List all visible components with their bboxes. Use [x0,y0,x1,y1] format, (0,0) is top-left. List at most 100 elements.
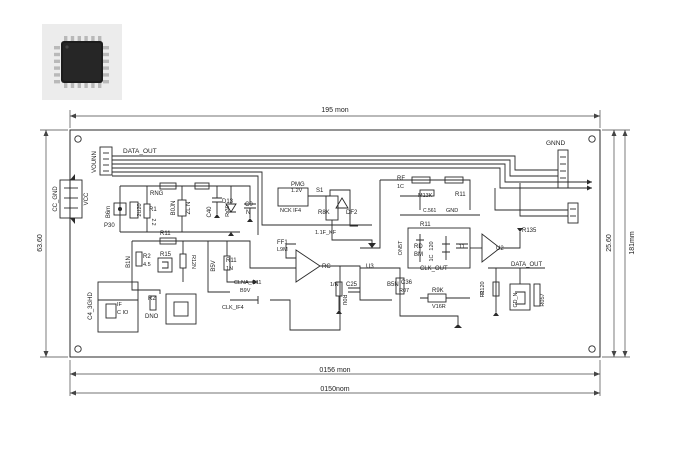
label-c25: C25 [346,282,358,288]
rc-network [335,265,392,314]
label-gnd: GND [446,208,458,214]
label-clna: CLNA_C11 [234,280,261,286]
label-zn: ZL N [186,202,192,215]
cc-gnd-label: CC_GND [53,186,59,212]
dim-bottom-outer: 0150nom [320,386,349,393]
label-r1-val: 2.2 [150,219,156,226]
label-r11-d: R11 [420,222,431,228]
signal-bus [112,155,592,235]
label-z20: 2U20 [137,203,143,216]
label-r2-b: R2 [148,296,156,302]
label-c40: C40 [207,206,213,218]
label-pmg: PMG [291,182,305,188]
gnnd-label: GNND [546,140,565,147]
label-dno: DNO [145,314,159,320]
label-c36: C36 [401,280,413,286]
label-on5t: ON5T [398,240,404,255]
label-nck: NCK IF4 [280,208,301,214]
label-s1: S1 [316,188,324,194]
dim-right-outer: 181mm [629,231,636,255]
data-out-label: DATA_OUT [123,148,157,155]
label-c1c: 1C [429,254,435,261]
label-r07: R07 [399,288,409,294]
vcc-label: VCC [84,192,90,205]
label-rc: RC [322,264,331,270]
dimension-lines [40,110,630,396]
label-m13k: M13K [418,193,433,199]
label-d13: D13 [222,199,234,205]
label-if: IF [117,302,123,308]
mid-left-network [131,237,296,325]
label-r8k: R8K [318,210,330,216]
label-cio: C IO [117,310,129,316]
vounn-label: VOUNN [92,151,98,173]
label-ff1: FF1 [277,240,288,246]
label-p30: P30 [104,223,115,229]
label-rf: RF [397,176,405,182]
label-b5v: B5V [211,260,217,271]
label-r11-b-val: 1N [226,266,233,272]
input-network [113,182,256,236]
dim-bottom-inner: 0156 mon [319,367,350,374]
label-r135: R135 [522,228,537,234]
dim-right-inner: 25.60 [606,234,613,252]
regulator-block [277,187,376,248]
label-r2: R2 [143,254,151,260]
label-b5n: B5N [387,282,399,288]
left-header-connector [99,146,113,176]
label-pmg-val: 1.2V [291,188,303,194]
chip-photo [42,24,122,100]
label-c0: C0 [245,202,253,208]
opamp-u2 [481,228,523,263]
label-r15: R15 [160,252,172,258]
label-c11f: 1.1F_KF [315,230,337,236]
label-r1: R1 [149,207,157,213]
label-r120: R120 [480,281,486,294]
label-c120: 120 [429,241,435,250]
dim-top-width: 195 mon [321,107,348,114]
label-r057: R057 [540,293,546,306]
label-b9v: B9V [240,288,251,294]
label-c0-n: N [246,210,250,216]
label-r2-val: 4.5 [143,262,151,268]
label-v16r: V16R [432,304,446,310]
c4-3ghd-label: C4_3GHD [88,292,94,320]
label-c11: 11 [459,244,465,250]
output-network [488,267,545,316]
label-df2: DF2 [346,210,358,216]
label-c561: C.561 [423,208,437,214]
label-rd: RD [414,244,423,250]
label-u3: U3 [366,264,374,270]
oscillator-block [360,176,482,328]
label-r9k: R9K [432,288,444,294]
label-bin: B1N [126,256,132,268]
label-cdn: CD_N [513,292,519,307]
dim-left-height: 63.60 [37,234,44,252]
mounting-holes [74,135,596,353]
power-connector [59,174,83,224]
label-r12: R1 [480,290,486,297]
label-r11-c: R11 [455,192,466,198]
opamp-ff1 [270,243,341,331]
label-u2: U2 [496,246,504,252]
label-r11-a: R11 [160,231,171,237]
label-bm: BM [414,252,423,258]
label-r12n: R12N [190,255,196,269]
label-r9n: 1/N [330,282,339,288]
label-rf-1c: 1C [397,184,404,190]
label-r11-b: R11 [226,258,237,264]
label-clk-out: CLK_OUT [420,266,448,272]
lower-left-module [97,281,139,333]
label-ring: RNG [150,191,164,197]
label-clk-if4: CLK_IF4 [222,305,244,311]
top-right-connector [557,149,579,224]
label-r0u: R0U [341,294,347,305]
label-bbin: B0JN [171,201,177,216]
label-b5m: B6m [106,206,112,218]
label-r30: R 30 [225,205,231,217]
label-l9m: L9M [277,247,288,253]
label-data-out-b: DATA_OUT [511,262,542,268]
